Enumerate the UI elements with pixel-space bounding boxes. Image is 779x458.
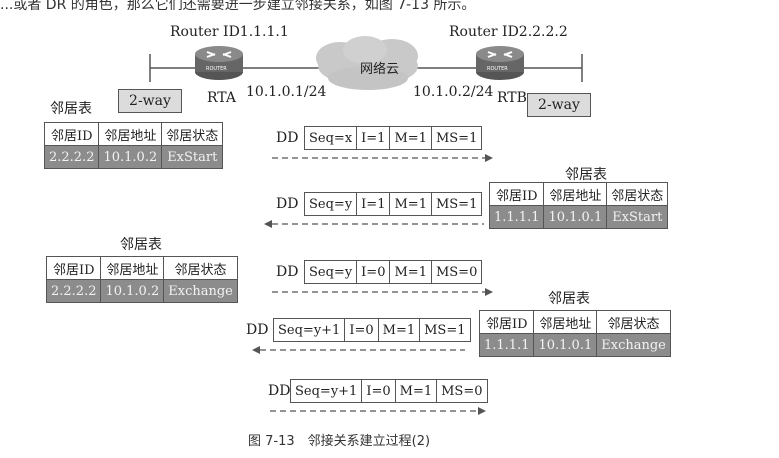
header-neighbor-state: 邻居状态	[596, 310, 671, 334]
cell-neighbor-id: 1.1.1.1	[478, 333, 535, 357]
cell-neighbor-addr: 10.1.0.1	[533, 333, 598, 357]
router-id-right: Router ID2.2.2.2	[449, 24, 568, 40]
header-neighbor-id: 邻居ID	[488, 182, 545, 206]
neighbor-table-title: 邻居表	[565, 167, 607, 183]
dd-field-m: M=1	[389, 192, 432, 216]
top-text-fragment: ...或者 DR 的角色，那么它们还需要进一步建立邻接关系，如图 7-13 所示…	[0, 0, 476, 13]
router-label-rtb: ROUTER	[487, 66, 508, 72]
cell-neighbor-addr: 10.1.0.1	[543, 205, 608, 229]
router-name-left: RTA	[207, 90, 236, 106]
dd-field-i: I=1	[356, 192, 391, 216]
neighbor-table-title: 邻居表	[548, 291, 590, 307]
cell-neighbor-state: Exchange	[163, 279, 238, 303]
dd-field-i: I=0	[344, 318, 379, 342]
header-neighbor-addr: 邻居地址	[533, 310, 598, 334]
dd-label: DD	[276, 130, 299, 146]
dd-label: DD	[246, 322, 269, 338]
cell-neighbor-id: 2.2.2.2	[45, 279, 102, 303]
dd-field-i: I=0	[361, 379, 396, 403]
dd-label: DD	[268, 383, 291, 399]
dd-field-seq: Seq=y	[303, 192, 358, 216]
header-neighbor-state: 邻居状态	[606, 182, 669, 206]
router-ip-right: 10.1.0.2/24	[413, 84, 494, 100]
neighbor-table-title: 邻居表	[120, 237, 162, 253]
header-neighbor-state: 邻居状态	[161, 122, 224, 146]
dd-arrow-right-1	[272, 154, 493, 162]
dd-field-ms: MS=1	[419, 318, 471, 342]
dd-label: DD	[276, 264, 299, 280]
dd-arrow-left-2	[252, 346, 465, 354]
router-name-right: RTB	[497, 90, 527, 106]
dd-field-i: I=1	[356, 126, 391, 150]
header-neighbor-id: 邻居ID	[45, 256, 102, 280]
header-neighbor-state: 邻居状态	[163, 256, 238, 280]
router-icon-rta	[195, 46, 243, 80]
cell-neighbor-addr: 10.1.0.2	[100, 279, 165, 303]
dd-field-ms: MS=0	[430, 260, 483, 284]
dd-arrow-left-1	[264, 220, 484, 228]
cell-neighbor-id: 1.1.1.1	[488, 205, 545, 229]
state-badge-left: 2-way	[118, 89, 182, 113]
dd-field-seq: Seq=y+1	[289, 379, 363, 403]
router-id-left: Router ID1.1.1.1	[170, 24, 289, 40]
cell-neighbor-id: 2.2.2.2	[43, 145, 100, 169]
header-neighbor-addr: 邻居地址	[543, 182, 608, 206]
cell-neighbor-state: Exchange	[596, 333, 671, 357]
header-neighbor-id: 邻居ID	[478, 310, 535, 334]
dd-arrow-right-2	[272, 288, 493, 296]
cell-neighbor-state: ExStart	[161, 145, 224, 169]
network-cloud-icon	[316, 36, 418, 90]
cell-neighbor-addr: 10.1.0.2	[98, 145, 163, 169]
dd-field-m: M=1	[389, 260, 432, 284]
header-neighbor-addr: 邻居地址	[100, 256, 165, 280]
figure-caption: 图 7-13 邻接关系建立过程(2)	[248, 434, 431, 449]
dd-field-ms: MS=1	[430, 126, 483, 150]
neighbor-table-title: 邻居表	[50, 101, 92, 117]
router-ip-left: 10.1.0.1/24	[246, 84, 327, 100]
cloud-label: 网络云	[360, 62, 400, 77]
network-topology	[149, 36, 583, 90]
header-neighbor-id: 邻居ID	[43, 122, 100, 146]
dd-field-seq: Seq=x	[303, 126, 358, 150]
state-badge-right: 2-way	[527, 93, 591, 117]
dd-field-m: M=1	[389, 126, 432, 150]
cell-neighbor-state: ExStart	[606, 205, 669, 229]
dd-field-i: I=0	[356, 260, 391, 284]
dd-field-seq: Seq=y+1	[272, 318, 346, 342]
dd-field-m: M=1	[394, 379, 438, 403]
router-label-rta: ROUTER	[206, 66, 227, 72]
dd-field-ms: MS=1	[430, 192, 483, 216]
router-icon-rtb	[476, 46, 524, 80]
dd-label: DD	[276, 196, 299, 212]
dd-arrow-right-3	[270, 407, 486, 415]
dd-field-m: M=1	[377, 318, 421, 342]
dd-field-ms: MS=0	[436, 379, 488, 403]
header-neighbor-addr: 邻居地址	[98, 122, 163, 146]
dd-field-seq: Seq=y	[303, 260, 358, 284]
